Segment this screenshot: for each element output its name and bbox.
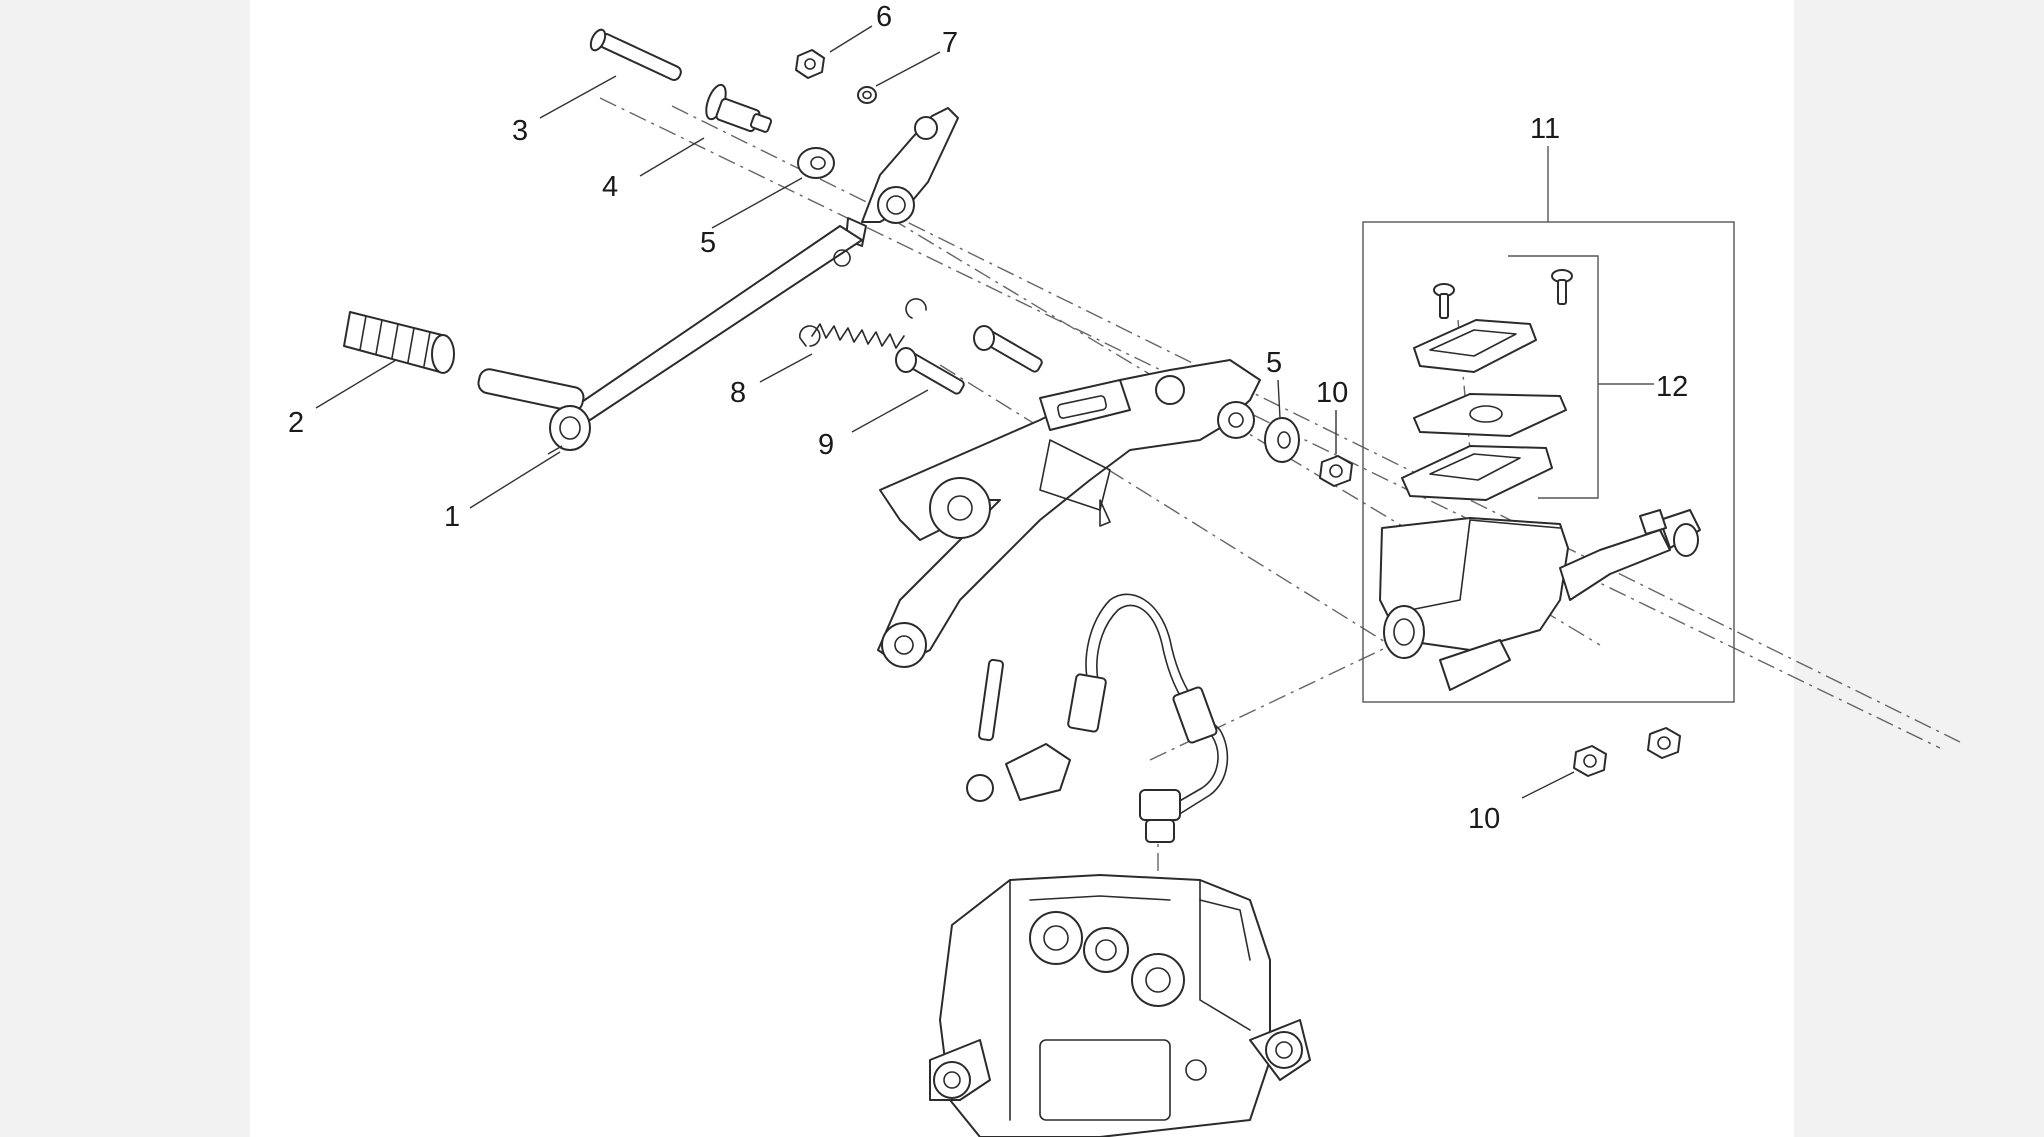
part-9-bolt-a bbox=[895, 347, 965, 395]
part-7-washer bbox=[857, 86, 877, 104]
part-1-brake-pedal bbox=[477, 107, 959, 451]
axis-line-pushrod bbox=[889, 217, 1601, 646]
callout-7: 7 bbox=[942, 27, 958, 59]
part-10-nut-lower-b bbox=[1647, 727, 1681, 759]
axis-line-pivot bbox=[599, 97, 1941, 749]
callout-2: 2 bbox=[288, 407, 304, 439]
alignment-lines bbox=[599, 97, 1961, 1010]
part-9-bolt-b bbox=[973, 325, 1043, 373]
callout-11: 11 bbox=[1530, 113, 1560, 145]
callout-8: 8 bbox=[730, 377, 746, 409]
callout-6: 6 bbox=[876, 1, 892, 33]
part-12-reservoir-cap-kit bbox=[1401, 269, 1573, 501]
part-10-nut-lower-a bbox=[1573, 745, 1607, 777]
leader-4 bbox=[639, 137, 705, 177]
cap-screw-left bbox=[1433, 283, 1455, 319]
leader-10b bbox=[1521, 771, 1575, 799]
cap-screw-right bbox=[1551, 269, 1573, 305]
callout-4: 4 bbox=[602, 171, 618, 203]
brake-caliper bbox=[929, 874, 1311, 1137]
leader-1 bbox=[547, 445, 563, 455]
brake-hose bbox=[966, 593, 1229, 843]
part-5-washer-upper bbox=[797, 147, 835, 179]
right-margin-band bbox=[1794, 0, 2044, 1137]
leader-1b bbox=[469, 451, 561, 509]
callout-9: 9 bbox=[818, 429, 834, 461]
leader-lines bbox=[315, 25, 1575, 799]
part-2-rubber-peg bbox=[343, 311, 455, 374]
callout-1: 1 bbox=[444, 501, 460, 533]
part-6-nut bbox=[795, 49, 825, 79]
leader-2 bbox=[315, 359, 397, 409]
leader-6 bbox=[829, 25, 873, 53]
leader-9 bbox=[851, 389, 929, 433]
part-5-washer-lower bbox=[1264, 417, 1300, 463]
leader-8 bbox=[759, 353, 813, 383]
part-3-pin bbox=[589, 28, 682, 81]
part-4-shoulder-bolt bbox=[705, 83, 773, 133]
part-11-master-cylinder bbox=[1379, 509, 1701, 691]
callout-5-upper: 5 bbox=[700, 227, 716, 259]
callout-10-lower: 10 bbox=[1468, 803, 1500, 835]
leader-3 bbox=[539, 75, 617, 119]
axis-line-bolt bbox=[939, 364, 1391, 646]
callout-12: 12 bbox=[1656, 371, 1688, 403]
leader-5a bbox=[711, 177, 803, 229]
callout-5-lower: 5 bbox=[1266, 347, 1282, 379]
master-cylinder-group-box bbox=[1362, 146, 1735, 703]
callout-10-upper: 10 bbox=[1316, 377, 1348, 409]
left-margin-band bbox=[0, 0, 250, 1137]
part-8-return-spring bbox=[799, 298, 927, 349]
callout-3: 3 bbox=[512, 115, 528, 147]
footrest-bracket bbox=[877, 359, 1261, 668]
callout-labels: 1 2 3 4 5 5 6 7 8 9 10 10 11 12 bbox=[288, 1, 1688, 835]
part-10-nut-upper bbox=[1319, 455, 1353, 487]
leader-5b bbox=[1277, 379, 1281, 419]
leader-7 bbox=[875, 51, 941, 87]
